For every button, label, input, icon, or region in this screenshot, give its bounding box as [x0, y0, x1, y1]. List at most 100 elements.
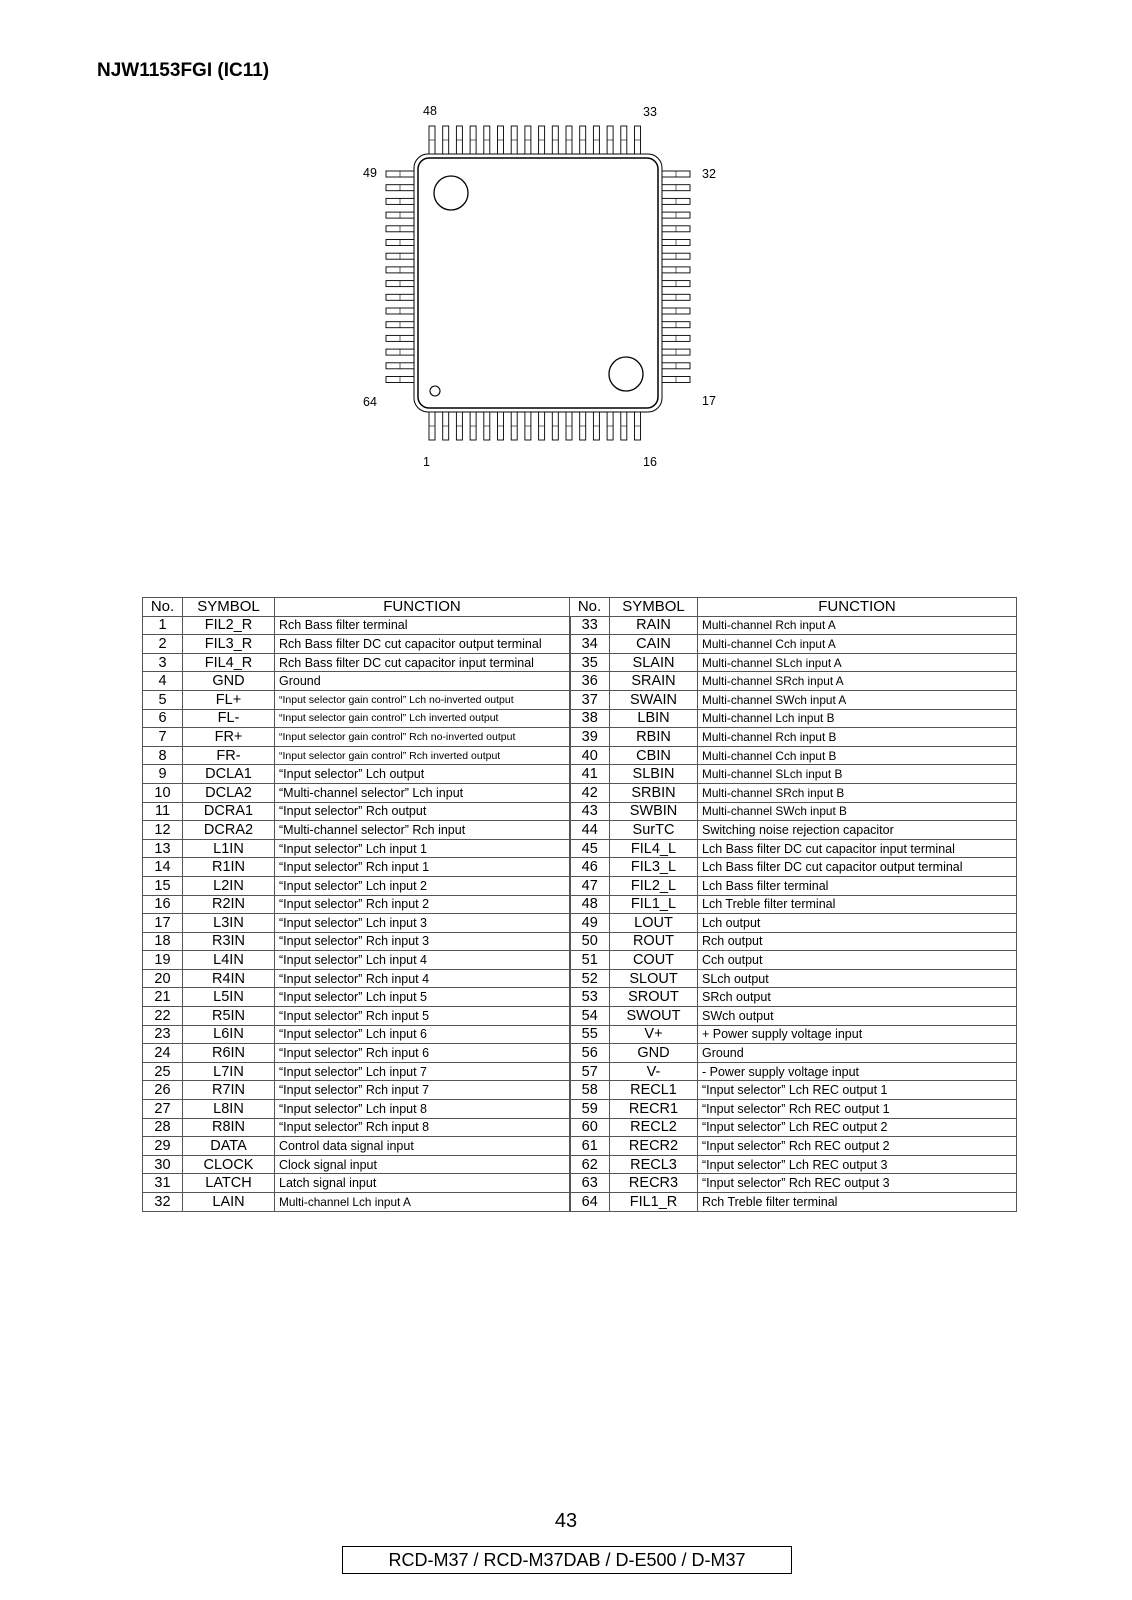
pin-function: “Input selector” Lch input 8: [274, 1099, 570, 1119]
pin-number: 59: [568, 1099, 610, 1119]
pin-number: 29: [142, 1136, 183, 1156]
pin-function: SRch output: [697, 987, 1017, 1008]
pin-label-48: 48: [423, 104, 437, 118]
ic-package-diagram: 48 33 49 32 64 17 1 16: [360, 100, 740, 480]
pin-symbol: LOUT: [609, 913, 698, 933]
pin-symbol: LBIN: [609, 708, 698, 729]
pin-number: 42: [568, 782, 610, 803]
pin-symbol: FIL2_R: [182, 615, 275, 636]
pin-number: 40: [568, 745, 610, 766]
pin-number: 34: [568, 634, 610, 654]
pin-number: 64: [568, 1192, 610, 1212]
pin-symbol: RBIN: [609, 727, 698, 747]
pin-number: 48: [568, 894, 610, 915]
pin-number: 33: [568, 615, 610, 636]
col-header-no: No.: [569, 597, 610, 617]
pin-symbol: R2IN: [182, 894, 275, 915]
pin-function: “Input selector” Lch REC output 3: [697, 1154, 1017, 1175]
pin-label-1: 1: [423, 455, 430, 469]
pin-function: “Input selector” Lch input 7: [274, 1061, 570, 1082]
pin-symbol: SRAIN: [609, 671, 698, 691]
pin-number: 14: [142, 857, 183, 877]
pin-number: 25: [142, 1061, 183, 1082]
pin-function: Multi-channel SLch input A: [697, 652, 1017, 673]
pin-symbol: RECL3: [609, 1154, 698, 1175]
ic-body: [417, 157, 659, 409]
pin-number: 4: [142, 671, 183, 691]
pin-symbol: SWOUT: [609, 1006, 698, 1026]
pin-function: Clock signal input: [274, 1154, 570, 1175]
pin-number: 10: [142, 782, 183, 803]
pin-function: Cch output: [697, 950, 1017, 970]
pin-symbol: L3IN: [182, 913, 275, 933]
pin-number: 44: [568, 820, 610, 840]
pin-symbol: FIL4_L: [609, 838, 698, 859]
pin-function: “Input selector” Lch input 3: [274, 913, 570, 933]
pin-function: “Input selector” Rch REC output 1: [697, 1099, 1017, 1119]
pin-number: 51: [568, 950, 610, 970]
pin-label-64: 64: [363, 395, 377, 409]
pin-number: 38: [568, 708, 610, 729]
pin-function: “Input selector” Lch input 1: [274, 838, 570, 859]
pin-function: “Input selector” Lch output: [274, 764, 570, 784]
col-header-function: FUNCTION: [697, 597, 1017, 617]
pin-function: Ground: [697, 1043, 1017, 1063]
pin-number: 11: [142, 801, 183, 822]
pin-symbol: FIL2_L: [609, 875, 698, 896]
pin-number: 50: [568, 931, 610, 952]
pin-symbol: DATA: [182, 1136, 275, 1156]
pin-number: 6: [142, 708, 183, 729]
pin-number: 21: [142, 987, 183, 1008]
pin-symbol: FIL1_R: [609, 1192, 698, 1212]
pin-label-49: 49: [363, 166, 377, 180]
pin-number: 53: [568, 987, 610, 1008]
pin-number: 26: [142, 1080, 183, 1101]
pin-number: 18: [142, 931, 183, 952]
pin-symbol: FIL1_L: [609, 894, 698, 915]
pin-function: SLch output: [697, 968, 1017, 989]
pin-function: Multi-channel Cch input A: [697, 634, 1017, 654]
pin-function: SWch output: [697, 1006, 1017, 1026]
pin-number: 27: [142, 1099, 183, 1119]
pin-symbol: R1IN: [182, 857, 275, 877]
pin-symbol: L7IN: [182, 1061, 275, 1082]
pin-function: “Input selector” Lch input 5: [274, 987, 570, 1008]
pin-function: Lch Bass filter DC cut capacitor input t…: [697, 838, 1017, 859]
pin-number: 45: [568, 838, 610, 859]
pin-number: 49: [568, 913, 610, 933]
pin-number: 28: [142, 1117, 183, 1138]
pin-symbol: R8IN: [182, 1117, 275, 1138]
pin-symbol: DCLA2: [182, 782, 275, 803]
pin1-mark-large: [433, 175, 469, 211]
pin-symbol: RAIN: [609, 615, 698, 636]
pin-symbol: FIL3_L: [609, 857, 698, 877]
pin-function: Multi-channel Rch input A: [697, 615, 1017, 636]
pin-symbol: L8IN: [182, 1099, 275, 1119]
pin-function: Multi-channel Lch input B: [697, 708, 1017, 729]
pin-symbol: RECL1: [609, 1080, 698, 1101]
pin-function: “Input selector” Lch REC output 1: [697, 1080, 1017, 1101]
pin-symbol: DCRA2: [182, 820, 275, 840]
pin-symbol: R5IN: [182, 1006, 275, 1026]
table-header-row: No. SYMBOL FUNCTION No. SYMBOL FUNCTION: [142, 597, 1017, 617]
pin-symbol: SWAIN: [609, 689, 698, 710]
pin-symbol: V+: [609, 1024, 698, 1045]
pin-number: 41: [568, 764, 610, 784]
pin-symbol: DCLA1: [182, 764, 275, 784]
pin-number: 60: [568, 1117, 610, 1138]
pin-number: 2: [142, 634, 183, 654]
pin-number: 61: [568, 1136, 610, 1156]
